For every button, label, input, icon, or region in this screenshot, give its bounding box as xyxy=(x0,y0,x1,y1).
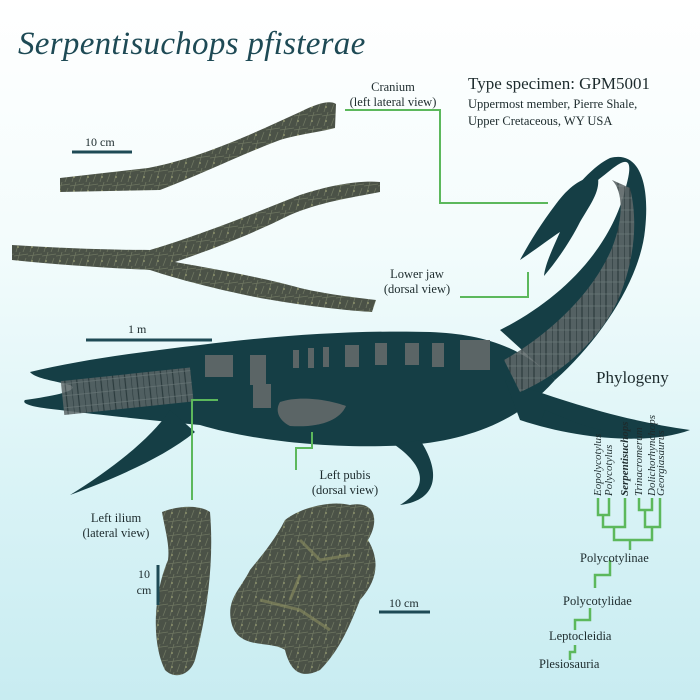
label-pubis-name: Left pubis xyxy=(319,468,371,482)
pubis-fossil xyxy=(230,503,376,674)
clade-labels: Polycotylinae Polycotylidae Leptocleidia… xyxy=(539,551,649,671)
taxon-georgiasaurus: Georgiasaurus xyxy=(655,430,667,496)
type-specimen-formation: Uppermost member, Pierre Shale, xyxy=(468,97,638,111)
taxon-trinacromerum: Trinacromerum xyxy=(633,427,645,496)
leader-lines xyxy=(191,109,548,500)
clade-leptocleidia: Leptocleidia xyxy=(549,629,612,643)
label-jaw-name: Lower jaw xyxy=(390,267,444,281)
label-cranium-name: Cranium xyxy=(371,80,415,94)
scale-label-ilium: 10 cm xyxy=(136,566,152,598)
taxon-polycotylus: Polycotylus xyxy=(603,445,615,497)
scale-label-body: 1 m xyxy=(128,322,147,336)
label-cranium-view: (left lateral view) xyxy=(349,95,437,109)
type-specimen-locality: Upper Cretaceous, WY USA xyxy=(468,114,613,128)
page-title: Serpentisuchops pfisterae xyxy=(18,26,366,62)
clade-polycotylidae: Polycotylidae xyxy=(563,594,632,608)
scale-label-ilium-value: 10 xyxy=(138,567,150,581)
scale-label-pubis: 10 cm xyxy=(389,596,419,610)
label-ilium: Left ilium (lateral view) xyxy=(68,511,164,541)
label-pubis: Left pubis (dorsal view) xyxy=(290,468,400,498)
scale-label-ilium-unit: cm xyxy=(136,583,152,597)
clade-polycotylinae: Polycotylinae xyxy=(580,551,649,565)
taxon-serpentisuchops: Serpentisuchops xyxy=(619,421,631,496)
lower-jaw-fossil xyxy=(12,181,380,312)
leader-pubis xyxy=(295,432,313,470)
scale-label-cranium: 10 cm xyxy=(85,135,115,149)
label-pubis-view: (dorsal view) xyxy=(311,483,379,497)
type-specimen-heading: Type specimen: GPM5001 xyxy=(468,74,651,93)
label-cranium: Cranium (left lateral view) xyxy=(338,80,448,110)
body-silhouette xyxy=(24,156,690,505)
label-lower-jaw: Lower jaw (dorsal view) xyxy=(372,267,462,297)
taxon-dolichorhynchops: Dolichorhynchops xyxy=(646,415,658,497)
label-ilium-name: Left ilium xyxy=(90,511,142,525)
leader-cranium xyxy=(345,109,548,204)
clade-plesiosauria: Plesiosauria xyxy=(539,657,600,671)
leader-ilium xyxy=(191,399,218,500)
taxon-eopolycotylus: Eopolycotylus xyxy=(592,434,604,497)
label-ilium-view: (lateral view) xyxy=(82,526,150,540)
cladogram xyxy=(568,498,662,660)
scale-bars xyxy=(72,150,430,614)
label-jaw-view: (dorsal view) xyxy=(383,282,451,296)
vertebral-column xyxy=(60,180,635,427)
ilium-fossil xyxy=(155,506,212,676)
cranium-fossil xyxy=(60,102,336,192)
leader-jaw xyxy=(460,272,529,298)
taxon-labels: Eopolycotylus Polycotylus Serpentisuchop… xyxy=(592,415,667,497)
phylogeny-title: Phylogeny xyxy=(596,368,669,387)
